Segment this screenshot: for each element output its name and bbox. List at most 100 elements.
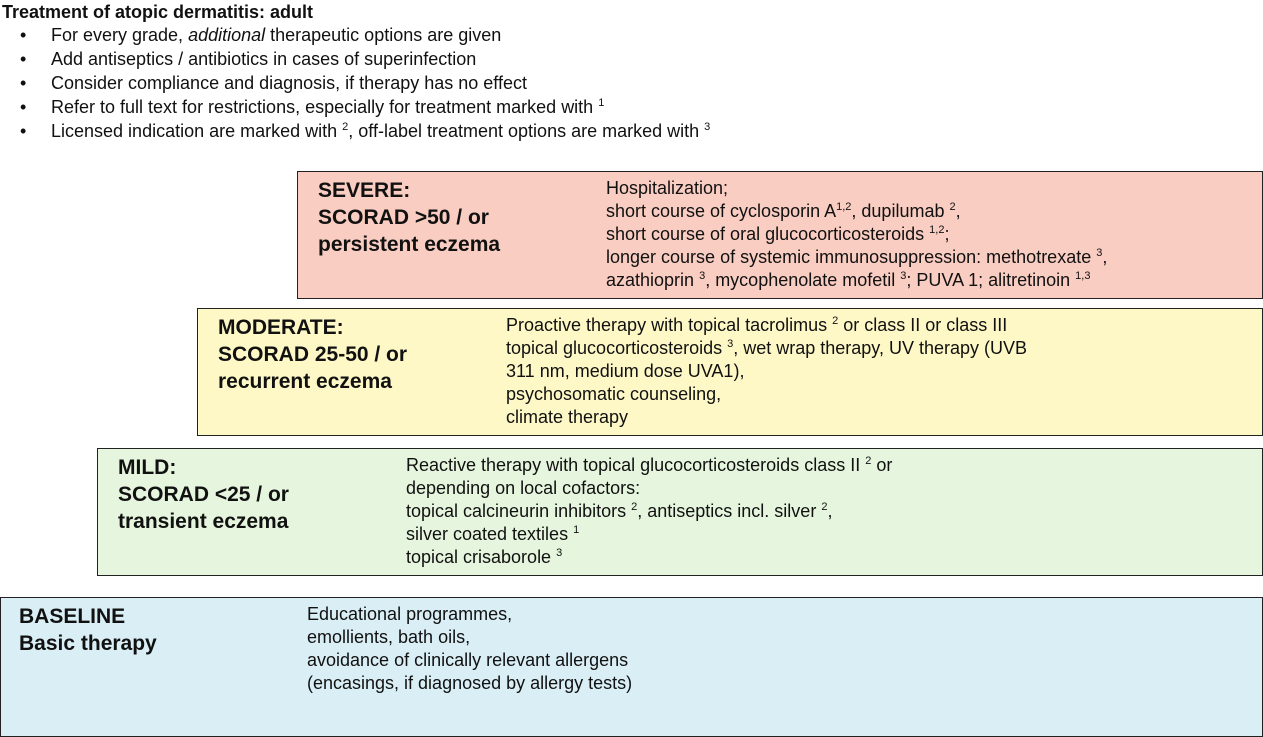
therapy-text: , (827, 501, 833, 521)
tier-heading-line: SCORAD 25-50 / or (218, 343, 408, 366)
therapy-line: azathioprin 3, mycophenolate mofetil 3; … (606, 269, 1107, 292)
notes-list: • For every grade, additional therapeutic… (20, 23, 710, 143)
tier-heading-line: transient eczema (118, 510, 289, 533)
tier-heading-line: MODERATE: (218, 316, 344, 339)
therapy-line: Educational programmes, (307, 603, 632, 626)
therapy-line: topical glucocorticosteroids 3, wet wrap… (506, 337, 1027, 360)
therapy-text: , (955, 201, 961, 221)
list-item: • Add antiseptics / antibiotics in cases … (20, 47, 710, 71)
footnote-marker: 2 (865, 455, 872, 467)
therapy-line: longer course of systemic immunosuppress… (606, 246, 1107, 269)
therapy-text: Hospitalization; (606, 178, 729, 198)
therapy-line: psychosomatic counseling, (506, 383, 1027, 406)
note-text: , off-label treatment options are marked… (348, 121, 705, 141)
mild-tier-box: MILD: SCORAD <25 / or transient eczema Rea… (97, 448, 1263, 576)
therapy-text: , dupilumab (851, 201, 950, 221)
tier-heading-line: MILD: (118, 456, 177, 479)
bullet-icon: • (20, 121, 27, 141)
therapy-text: , antiseptics incl. silver (637, 501, 822, 521)
therapy-line: Reactive therapy with topical glucocorti… (406, 454, 892, 477)
therapy-text: azathioprin (606, 270, 700, 290)
footnote-marker: 1,2 (929, 224, 945, 236)
footnote-marker: 2 (949, 201, 956, 213)
note-text: therapeutic options are given (265, 25, 502, 45)
tier-heading-line: persistent eczema (318, 233, 501, 256)
therapy-line: Hospitalization; (606, 177, 1107, 200)
therapy-text: 311 nm, medium dose UVA1), (506, 361, 745, 381)
tier-heading-line: SCORAD >50 / or (318, 206, 489, 229)
therapy-text: ; (944, 224, 950, 244)
therapy-line: short course of cyclosporin A1,2, dupilu… (606, 200, 1107, 223)
tier-heading-line: SCORAD <25 / or (118, 483, 289, 506)
footnote-marker: 3 (727, 338, 734, 350)
therapy-text: or class II or class III (838, 315, 1008, 335)
therapy-line: Proactive therapy with topical tacrolimu… (506, 314, 1027, 337)
therapy-line: (encasings, if diagnosed by allergy test… (307, 672, 632, 695)
bullet-icon: • (20, 97, 27, 117)
therapy-line: depending on local cofactors: (406, 477, 892, 500)
therapy-text: ; PUVA 1; alitretinoin (906, 270, 1076, 290)
therapy-text: , mycophenolate mofetil (705, 270, 901, 290)
therapy-text: avoidance of clinically relevant allerge… (307, 650, 629, 670)
tier-heading-line: SEVERE: (318, 179, 411, 202)
therapy-line: silver coated textiles 1 (406, 523, 892, 546)
note-text: Consider compliance and diagnosis, if th… (51, 73, 527, 93)
footnote-marker: 3 (1096, 247, 1103, 259)
therapy-line: 311 nm, medium dose UVA1), (506, 360, 1027, 383)
therapy-line: topical calcineurin inhibitors 2, antise… (406, 500, 892, 523)
bullet-icon: • (20, 73, 27, 93)
note-text: Add antiseptics / antibiotics in cases o… (51, 49, 477, 69)
tier-therapy-text: Reactive therapy with topical glucocorti… (406, 454, 892, 569)
footnote-marker: 2 (832, 315, 839, 327)
footnote-marker: 3 (900, 270, 907, 282)
list-item: • Licensed indication are marked with 2, … (20, 119, 710, 143)
therapy-text: (encasings, if diagnosed by allergy test… (307, 673, 633, 693)
footnote-marker: 1,2 (836, 201, 852, 213)
therapy-text: psychosomatic counseling, (506, 384, 722, 404)
footnote-marker: 1 (598, 97, 605, 109)
therapy-text: depending on local cofactors: (406, 478, 641, 498)
page-title: Treatment of atopic dermatitis: adult (2, 2, 314, 22)
note-emphasis: additional (188, 25, 266, 45)
bullet-icon: • (20, 25, 27, 45)
therapy-text: , (1102, 247, 1108, 267)
note-text: Licensed indication are marked with (51, 121, 343, 141)
tier-heading: MILD: SCORAD <25 / or transient eczema (118, 454, 289, 535)
footnote-marker: 1,3 (1075, 270, 1091, 282)
therapy-text: Proactive therapy with topical tacrolimu… (506, 315, 833, 335)
therapy-text: or (871, 455, 893, 475)
tier-therapy-text: Hospitalization;short course of cyclospo… (606, 177, 1107, 292)
footnote-marker: 2 (342, 121, 349, 133)
therapy-text: topical crisaborole (406, 547, 557, 567)
therapy-text: topical calcineurin inhibitors (406, 501, 632, 521)
therapy-text: climate therapy (506, 407, 629, 427)
therapy-line: topical crisaborole 3 (406, 546, 892, 569)
therapy-text: short course of cyclosporin A (606, 201, 837, 221)
therapy-text: emollients, bath oils, (307, 627, 471, 647)
tier-therapy-text: Educational programmes, emollients, bath … (307, 603, 632, 695)
footnote-marker: 2 (821, 501, 828, 513)
therapy-text: Reactive therapy with topical glucocorti… (406, 455, 866, 475)
bullet-icon: • (20, 49, 27, 69)
list-item: • Consider compliance and diagnosis, if t… (20, 71, 710, 95)
list-item: • For every grade, additional therapeutic… (20, 23, 710, 47)
therapy-text: , wet wrap therapy, UV therapy (UVB (733, 338, 1028, 358)
tier-heading-line: BASELINE (19, 605, 126, 628)
therapy-line: climate therapy (506, 406, 1027, 429)
footnote-marker: 3 (704, 121, 711, 133)
note-text: Refer to full text for restrictions, esp… (51, 97, 599, 117)
therapy-line: short course of oral glucocorticosteroid… (606, 223, 1107, 246)
footnote-marker: 2 (631, 501, 638, 513)
footnote-marker: 3 (699, 270, 706, 282)
tier-therapy-text: Proactive therapy with topical tacrolimu… (506, 314, 1027, 429)
tier-heading: SEVERE: SCORAD >50 / or persistent eczema (318, 177, 500, 258)
therapy-text: longer course of systemic immunosuppress… (606, 247, 1097, 267)
therapy-line: emollients, bath oils, (307, 626, 632, 649)
therapy-text: Educational programmes, (307, 604, 513, 624)
note-text: For every grade, (51, 25, 189, 45)
